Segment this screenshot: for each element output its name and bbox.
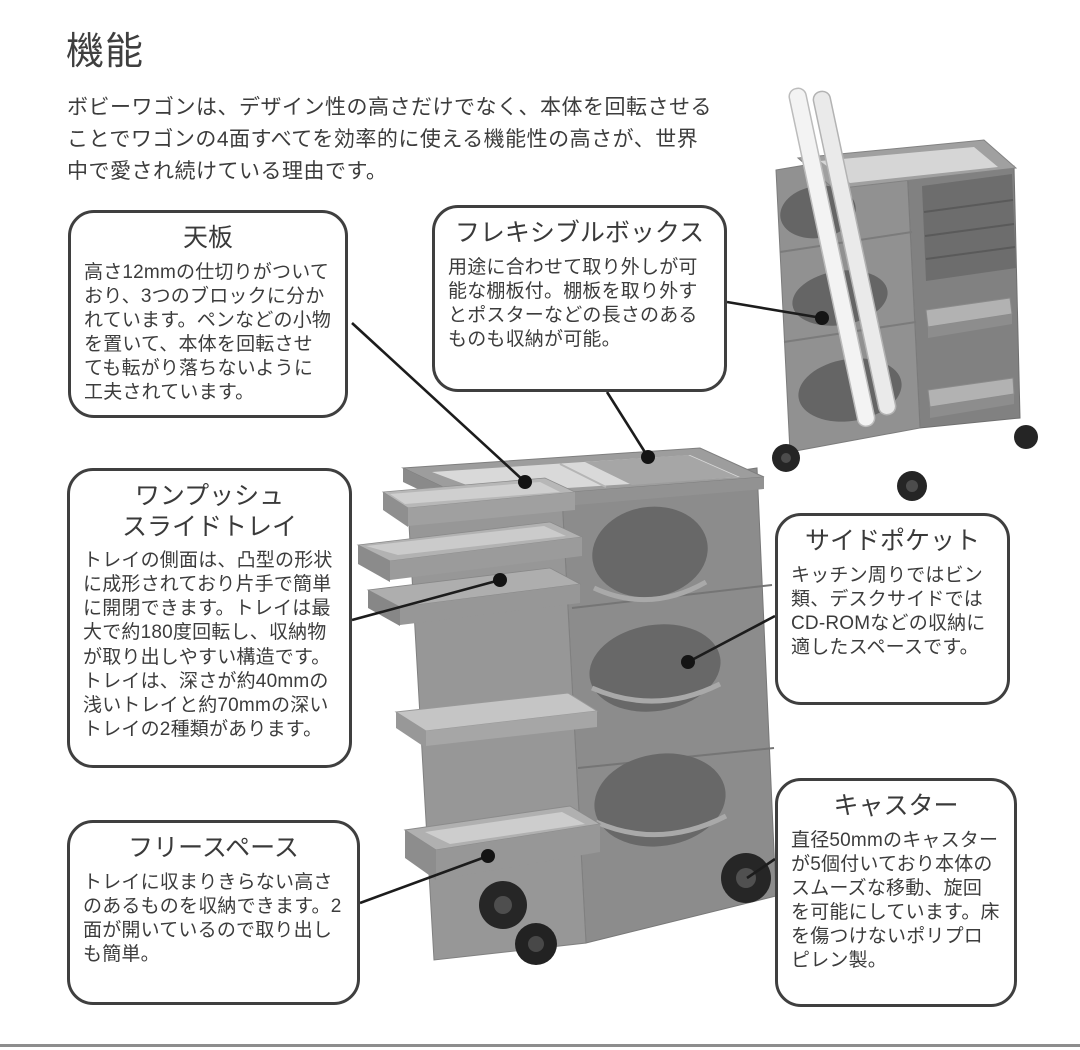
callout-caster: キャスター 直径50mmのキャスターが5個付いており本体のスムーズな移動、旋回を… [775,778,1017,1007]
cart1-pocket-opening [592,506,708,598]
callout-title: フリースペース [128,834,299,862]
callout-body: トレイの側面は、凸型の形状に成形されており片手で簡単に開閉できます。トレイは最大… [83,550,333,740]
callout-title: 天板 [182,224,233,252]
intro-text: ボビーワゴンは、デザイン性の高さだけでなく、本体を回転させることでワゴンの4面す… [67,96,712,183]
cart1-pocket-opening [594,753,726,847]
callout-title: キャスター [833,792,959,820]
bottom-divider-line [0,1044,1080,1047]
callout-flexible-box: フレキシブルボックス 用途に合わせて取り外しが可能な棚板付。棚板を取り外すとポス… [432,205,727,392]
callout-body: 用途に合わせて取り外しが可能な棚板付。棚板を取り外すとポスターなどの長さのあるも… [448,256,698,350]
callout-title: ワンプッシュ スライドトレイ [121,482,297,541]
main-cart-image [356,447,777,965]
callout-body: 直径50mmのキャスターが5個付いており本体のスムーズな移動、旋回を可能にしてい… [791,829,1000,972]
callout-title: サイドポケット [804,527,980,555]
callout-title: フレキシブルボックス [454,219,705,247]
callout-body: キッチン周りではビン類、デスクサイドではCD-ROMなどの収納に適したスペースで… [791,564,986,658]
secondary-cart-image [772,87,1038,501]
callout-body: 高さ12mmの仕切りがついており、3つのブロックに分かれています。ペンなどの小物… [84,261,332,404]
poster-tube [812,90,897,416]
callout-free-space: フリースペース トレイに収まりきらない高さのあるものを収納できます。2面が開いて… [67,820,360,1005]
callout-body: トレイに収まりきらない高さのあるものを収納できます。2面が開いているので取り出し… [83,871,342,965]
cart2-drawer-block [922,174,1016,281]
callout-tenban: 天板 高さ12mmの仕切りがついており、3つのブロックに分かれています。ペンなど… [68,210,348,418]
poster-tube [788,87,876,428]
cart2-caster-wheel [1014,425,1038,449]
callout-side-pocket: サイドポケット キッチン周りではビン類、デスクサイドではCD-ROMなどの収納に… [775,513,1010,705]
page-title: 機能 [66,31,145,73]
callout-one-push-slide-tray: ワンプッシュ スライドトレイ トレイの側面は、凸型の形状に成形されており片手で簡… [67,468,352,768]
